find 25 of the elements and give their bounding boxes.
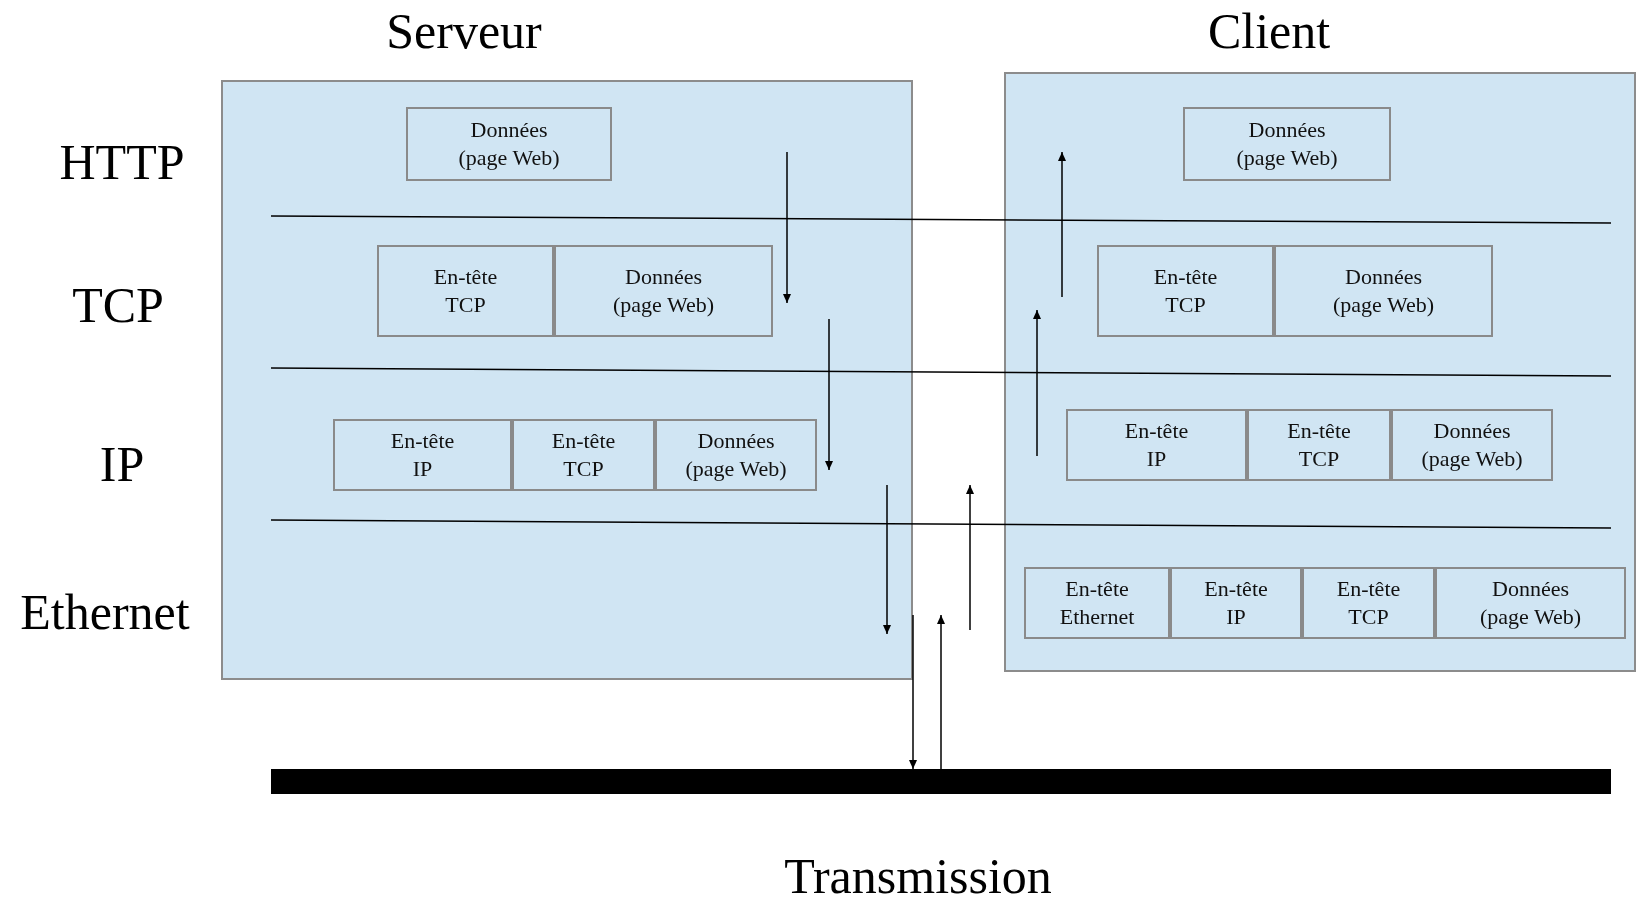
- packet-field: Données (page Web): [655, 419, 817, 491]
- panel-heading: Client: [1207, 2, 1331, 60]
- packet-field: Données (page Web): [1435, 567, 1626, 639]
- packet-field: En-tête TCP: [377, 245, 554, 337]
- packet-field: En-tête TCP: [1097, 245, 1274, 337]
- packet-field: En-tête IP: [1170, 567, 1302, 639]
- packet-field: En-tête TCP: [1247, 409, 1391, 481]
- arrow: [937, 614, 945, 770]
- bar-caption: Transmission: [784, 847, 1052, 905]
- packet-field: Données (page Web): [1391, 409, 1553, 481]
- layer-label: TCP: [72, 276, 164, 334]
- packet-field: Données (page Web): [1183, 107, 1391, 181]
- packet-field: En-tête TCP: [512, 419, 655, 491]
- packet-field: En-tête TCP: [1302, 567, 1435, 639]
- packet-field: Données (page Web): [406, 107, 612, 181]
- packet-field: Données (page Web): [554, 245, 773, 337]
- arrow: [909, 614, 917, 770]
- panel-heading: Serveur: [386, 2, 542, 60]
- packet-field: Données (page Web): [1274, 245, 1493, 337]
- layer-label: HTTP: [59, 133, 185, 191]
- packet-field: En-tête IP: [1066, 409, 1247, 481]
- layer-label: IP: [99, 435, 145, 493]
- packet-field: En-tête IP: [333, 419, 512, 491]
- layer-label: Ethernet: [20, 583, 190, 641]
- packet-field: En-tête Ethernet: [1024, 567, 1170, 639]
